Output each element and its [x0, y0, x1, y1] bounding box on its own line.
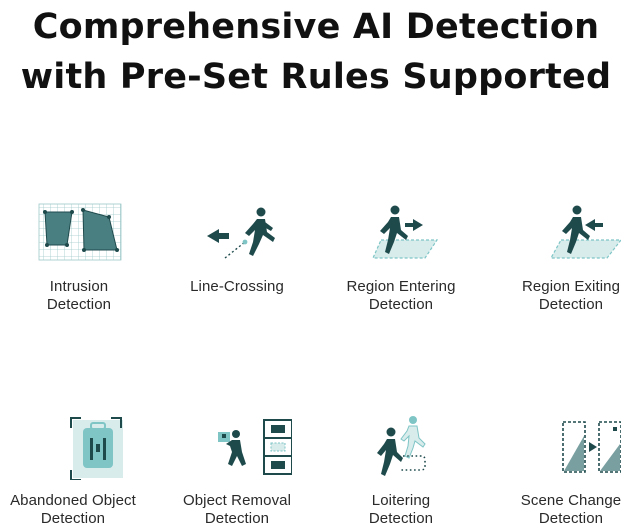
feature-label-line1: Object Removal [182, 492, 292, 509]
abandoned-object-icon [0, 414, 152, 494]
feature-label-line2: Detection [40, 510, 106, 527]
title-line-2: with Pre-Set Rules Supported [20, 57, 612, 97]
feature-label-line1: Scene Change [520, 492, 622, 509]
feature-label-line1: Intrusion [49, 278, 109, 295]
feature-label-line2: Detection [538, 296, 604, 313]
page-title: Comprehensive AI Detection with Pre-Set … [0, 2, 632, 102]
feature-label-line2: Detection [204, 510, 270, 527]
scene-change-icon [492, 414, 632, 494]
feature-label-line1: Loitering [371, 492, 431, 509]
feature-label-line1: Line-Crossing [190, 278, 284, 295]
feature-label-line1: Abandoned Object [10, 492, 136, 509]
feature-label-line2: Detection [368, 510, 434, 527]
intrusion-icon [0, 200, 158, 280]
region-entering-icon [322, 200, 480, 280]
feature-label-line2: Detection [46, 296, 112, 313]
line-crossing-icon [158, 200, 316, 280]
title-line-1: Comprehensive AI Detection [32, 7, 600, 47]
feature-label-line1: Region Exiting [521, 278, 621, 295]
feature-label-line2: Detection [538, 510, 604, 527]
feature-label-line2: Detection [368, 296, 434, 313]
object-removal-icon [158, 414, 316, 494]
feature-label-line1: Region Entering [346, 278, 456, 295]
loitering-icon [322, 414, 480, 494]
region-exiting-icon [492, 200, 632, 280]
